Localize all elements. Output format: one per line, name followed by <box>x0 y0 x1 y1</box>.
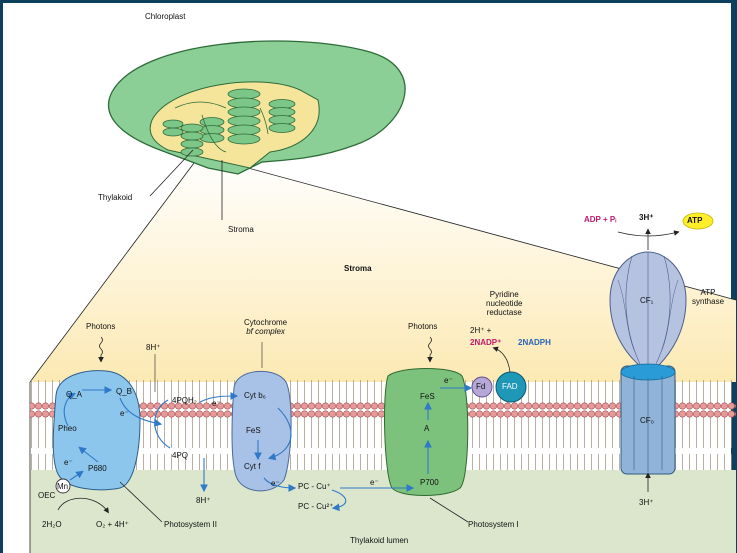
flow-pq-cycle-left <box>154 399 171 449</box>
label-pheo: Pheo <box>58 424 77 433</box>
label-e-minus-5: e⁻ <box>444 376 453 385</box>
label-p700: P700 <box>420 478 439 487</box>
atp-highlight <box>682 212 714 230</box>
label-4pqh2: 4PQH₂ <box>172 396 197 405</box>
label-cytb6: Cyt b₆ <box>244 391 266 400</box>
label-fad: FAD <box>502 382 518 391</box>
flow-pqh2-to-cytb6 <box>199 392 239 403</box>
label-atp-synthase-line1: ATP <box>700 288 716 297</box>
label-atp-synthase: ATP synthase <box>692 288 724 306</box>
label-3h-lumen: 3H⁺ <box>639 498 654 507</box>
photosystem-i-complex <box>384 368 469 496</box>
label-pyridine-line1: Pyridine <box>489 290 519 299</box>
label-fes-2: FeS <box>420 392 435 401</box>
label-pc-cu-plus: PC - Cu⁺ <box>298 482 331 491</box>
label-photosystem-i: Photosystem I <box>468 520 519 529</box>
label-chloroplast: Chloroplast <box>145 12 186 21</box>
stroma-region <box>30 155 736 382</box>
label-atp-synthase-line2: synthase <box>692 297 725 307</box>
label-8h-stroma: 8H⁺ <box>146 343 161 352</box>
thylakoid-lumen-region <box>30 470 736 553</box>
label-thylakoid-lumen: Thylakoid lumen <box>350 536 409 545</box>
flow-mn-to-p680 <box>69 470 84 481</box>
photon-arrow-2 <box>427 336 433 363</box>
label-pc-cu-2plus: PC - Cu²⁺ <box>298 502 334 511</box>
flow-p680-to-pheo <box>78 446 99 463</box>
label-nadph: 2NADPH <box>518 338 551 347</box>
psi-label-leader <box>429 497 469 523</box>
label-e-minus-3: e⁻ <box>212 399 221 408</box>
label-qa: Q_A <box>66 390 83 399</box>
label-adp-pi: ADP + Pᵢ <box>584 215 617 224</box>
label-photons-2: Photons <box>408 322 438 331</box>
zoom-line-left <box>29 154 201 383</box>
label-mn: Mn <box>57 482 69 491</box>
flow-cytb6-cycle <box>267 407 292 461</box>
label-nadp: 2NADP⁺ <box>470 338 502 347</box>
label-4pq: 4PQ <box>172 451 189 460</box>
label-oec: OEC <box>38 491 56 500</box>
fad-circle <box>495 371 527 403</box>
flow-water-split <box>57 497 109 514</box>
label-qb: Q_B <box>116 387 133 396</box>
label-cytochrome-line1: Cytochrome <box>244 318 288 327</box>
label-fd: Fd <box>476 382 486 391</box>
atp-synthase-complex <box>609 251 687 475</box>
label-stroma: Stroma <box>344 264 372 273</box>
mn-circle <box>55 478 71 494</box>
label-cf1: CF₁ <box>640 296 654 305</box>
flow-cytf-to-pc <box>263 477 297 492</box>
label-e-minus-4: e⁻ <box>271 479 280 488</box>
label-2h2o: 2H₂O <box>42 520 62 529</box>
psii-label-leader <box>119 481 163 523</box>
label-pyridine-line2: nucleotide <box>486 299 523 309</box>
cytochrome-bf-complex <box>231 370 292 492</box>
label-fes-1: FeS <box>246 426 261 435</box>
label-cytochrome-line2: bf complex <box>246 327 285 337</box>
thylakoid-membrane <box>30 380 736 470</box>
label-stroma-top: Stroma <box>228 225 254 234</box>
label-photosystem-ii: Photosystem II <box>164 520 217 529</box>
label-atp: ATP <box>687 216 703 225</box>
label-o2-4h: O₂ + 4H⁺ <box>96 520 129 529</box>
label-pyridine-line3: reductase <box>486 308 522 318</box>
label-thylakoid: Thylakoid <box>98 193 133 202</box>
label-photons-1: Photons <box>86 322 116 331</box>
chloroplast-illustration <box>107 40 406 220</box>
label-e-minus-6: e⁻ <box>370 478 379 487</box>
label-cytf: Cyt f <box>244 462 261 471</box>
flow-pc-cycle <box>331 489 347 512</box>
label-3h-top: 3H⁺ <box>639 213 654 222</box>
label-pyridine-reductase: Pyridine nucleotide reductase <box>486 290 522 318</box>
label-8h-lumen: 8H⁺ <box>196 496 211 505</box>
label-a: A <box>424 424 430 433</box>
photosystem-ii-complex <box>52 370 141 491</box>
label-2h-plus: 2H⁺ + <box>470 326 492 335</box>
label-p680: P680 <box>88 464 107 473</box>
photon-arrow-1 <box>98 336 104 363</box>
label-cf0: CF₀ <box>640 416 654 425</box>
flow-pheo-to-qa <box>63 393 76 427</box>
label-e-minus-1: e⁻ <box>120 409 129 418</box>
label-e-minus-2: e⁻ <box>64 458 73 467</box>
flow-fad-to-nadph <box>492 346 511 373</box>
label-cytochrome: Cytochrome bf complex <box>244 318 287 336</box>
